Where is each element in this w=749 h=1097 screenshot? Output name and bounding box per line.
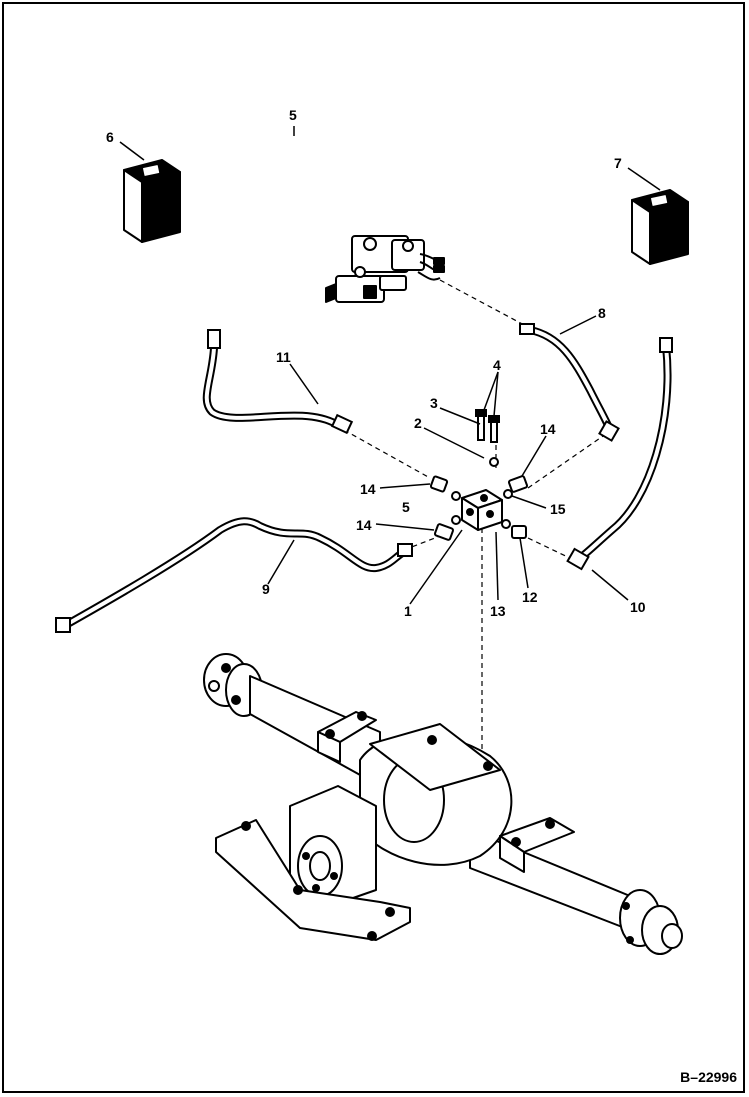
- part-11-hose: [202, 329, 354, 435]
- figure-id: B–22996: [680, 1069, 737, 1085]
- callout-3: 3: [430, 395, 438, 411]
- axle-assembly: [203, 653, 683, 955]
- part-10-hose: [566, 337, 673, 571]
- callout-8: 8: [598, 305, 606, 321]
- part-5-control-valve: [325, 235, 445, 303]
- callout-5: 5: [289, 107, 297, 123]
- callout-leaders: [119, 126, 661, 605]
- callout-2: 2: [414, 415, 422, 431]
- callout-10: 10: [630, 599, 646, 615]
- callout-14-lower-left: 14: [356, 517, 372, 533]
- callout-15: 15: [550, 501, 566, 517]
- callout-11: 11: [276, 349, 291, 365]
- part-8-hose: [519, 323, 620, 442]
- callout-4: 4: [493, 357, 501, 373]
- callout-1: 1: [404, 603, 412, 619]
- part-9-hose: [55, 517, 413, 633]
- callout-5-small: 5: [402, 499, 410, 515]
- fittings: [429, 409, 529, 541]
- callout-12: 12: [522, 589, 538, 605]
- callout-7: 7: [614, 155, 622, 171]
- callout-labels: 5 6 7 8 11 4 3 2 14 14 5 15 14 9 12 10 1…: [106, 107, 646, 619]
- dashed-routing-lines: [343, 279, 607, 756]
- callout-6: 6: [106, 129, 114, 145]
- part-7-box: [631, 189, 689, 265]
- part-1-manifold-block: [461, 489, 503, 531]
- part-6-box: [123, 159, 181, 243]
- callout-9: 9: [262, 581, 270, 597]
- callout-14-upper-left: 14: [360, 481, 376, 497]
- callout-13: 13: [490, 603, 506, 619]
- callout-14-top-right: 14: [540, 421, 556, 437]
